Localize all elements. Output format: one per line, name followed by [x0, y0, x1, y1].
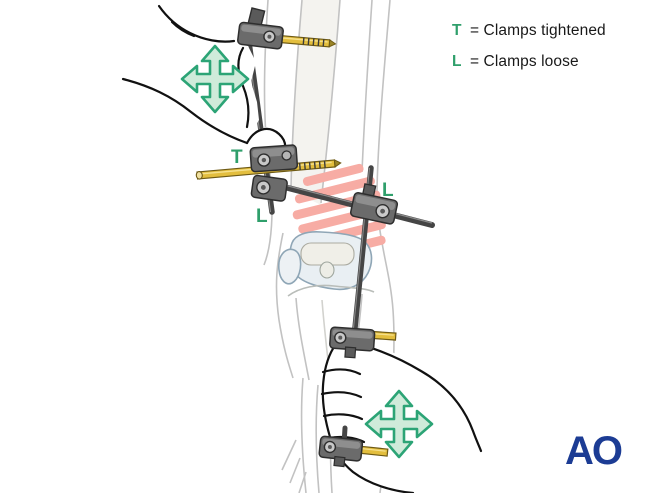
leg-outline [263, 0, 395, 493]
patella [277, 248, 302, 285]
lower-hand-finger-2 [320, 391, 363, 399]
tibial-pin-lower-assembly [318, 425, 389, 468]
legend: T = Clamps tightened L = Clamps loose [452, 22, 606, 71]
clamp-tibia-upper [329, 326, 376, 359]
intercondylar-notch [319, 261, 335, 279]
legend-symbol-tightened: T [452, 22, 462, 39]
tibial-plateau [287, 284, 375, 297]
legend-symbol-loose: L [452, 53, 462, 70]
legend-item-loose: L = Clamps loose [452, 53, 606, 71]
knee-joint [277, 231, 375, 381]
legend-item-tightened: T = Clamps tightened [452, 22, 606, 40]
upper-hand-knuckle [170, 20, 196, 38]
clamp-loose-left [250, 174, 288, 202]
upper-hand-palm-edge [121, 77, 249, 145]
clamp-tibia-lower [318, 435, 364, 468]
upper-hand-wrinkle [237, 46, 250, 129]
diagonal-rod [258, 178, 435, 228]
upper-hand-top-edge [157, 4, 236, 43]
clamp-tightened [249, 144, 299, 173]
clamp-top [237, 21, 284, 50]
clamp-loose-right [350, 183, 399, 225]
lower-hand-finger-3 [322, 413, 364, 421]
legend-desc-loose: = Clamps loose [470, 53, 579, 70]
ao-logo: AO [565, 429, 622, 473]
clamp-top-marker: T [231, 147, 243, 168]
legend-desc-tightened: = Clamps tightened [470, 22, 606, 39]
tibial-pin-upper-assembly [329, 326, 397, 359]
tibia-shaft-left [295, 297, 310, 381]
lower-hand-back-edge [336, 337, 483, 453]
clamp-right-marker: L [382, 180, 394, 201]
clamp-left-marker: L [256, 206, 268, 227]
femur-shaft-fill [291, 0, 340, 205]
schanz-pin-top-assembly [237, 7, 337, 50]
lower-hand-finger-1 [321, 368, 362, 376]
